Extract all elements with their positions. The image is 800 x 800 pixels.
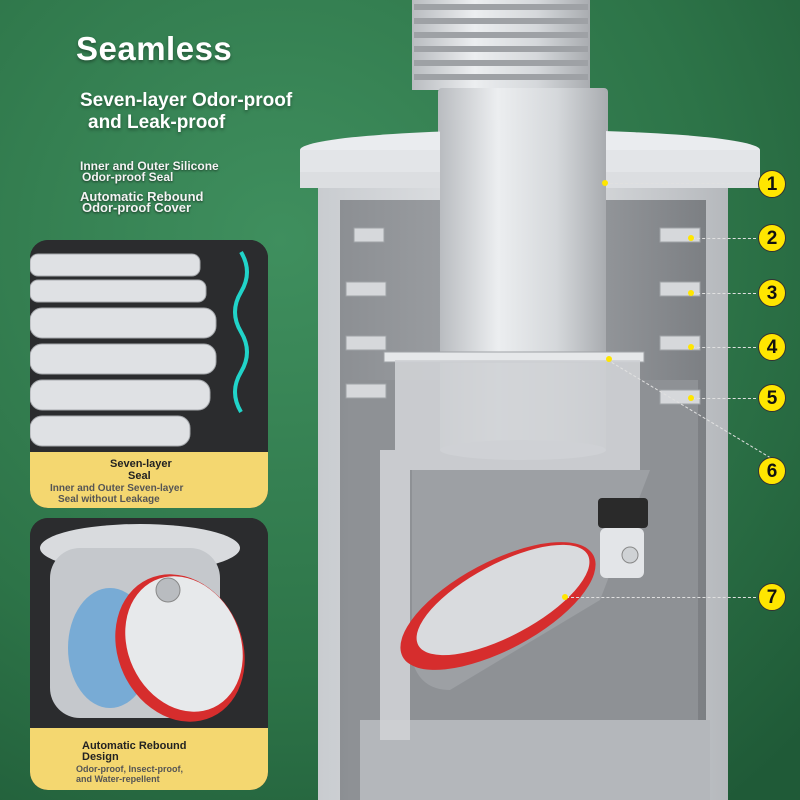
card-rebound-title-line2: Design <box>82 751 119 763</box>
card-rebound-sub-line2: and Water-repellent <box>76 774 160 784</box>
leader-line-2 <box>692 238 756 239</box>
marker-dot-6 <box>606 356 612 362</box>
marker-dot-3 <box>688 290 694 296</box>
card-seven-layer-seal: Seven-layer Seal Inner and Outer Seven-l… <box>30 240 268 508</box>
callout-badge-4: 4 <box>758 333 786 361</box>
card-seal-sub-line2: Seal without Leakage <box>58 494 160 505</box>
subheadline-line1: Seven-layer Odor-proof <box>80 90 293 111</box>
callout-badge-2: 2 <box>758 224 786 252</box>
feature-silicone-line2: Odor-proof Seal <box>82 170 174 184</box>
card-seal-title-line2: Seal <box>128 470 151 482</box>
callout-badge-5: 5 <box>758 384 786 412</box>
rebound-flap <box>400 498 648 670</box>
subheadline-line2: and Leak-proof <box>88 112 226 133</box>
leader-line-3 <box>692 293 756 294</box>
marker-dot-5 <box>688 395 694 401</box>
callout-badge-3: 3 <box>758 279 786 307</box>
callout-badge-7: 7 <box>758 583 786 611</box>
wave-icon <box>233 250 249 414</box>
callout-badge-6: 6 <box>758 457 786 485</box>
card-rebound-title-line1: Automatic Rebound <box>82 740 187 752</box>
leader-line-1 <box>605 183 755 184</box>
marker-dot-7 <box>562 594 568 600</box>
card-rebound-sub-line1: Odor-proof, Insect-proof, <box>76 764 183 774</box>
card-automatic-rebound: Automatic Rebound Design Odor-proof, Ins… <box>30 518 268 790</box>
card-seal-title-line1: Seven-layer <box>110 458 172 470</box>
headline: Seamless <box>76 30 233 67</box>
marker-dot-1 <box>602 180 608 186</box>
leader-line-7 <box>566 597 756 598</box>
marker-dot-4 <box>688 344 694 350</box>
feature-silicone-line1: Inner and Outer Silicone <box>80 159 219 173</box>
leader-line-4 <box>692 347 756 348</box>
callout-badge-1: 1 <box>758 170 786 198</box>
feature-rebound-line1: Automatic Rebound <box>80 189 204 204</box>
seal-ribs-photo <box>30 240 268 508</box>
card-seal-sub-line1: Inner and Outer Seven-layer <box>50 483 184 494</box>
feature-rebound-line2: Odor-proof Cover <box>82 200 192 215</box>
marker-dot-2 <box>688 235 694 241</box>
rebound-cover-photo <box>30 518 268 790</box>
leader-line-5 <box>692 398 756 399</box>
